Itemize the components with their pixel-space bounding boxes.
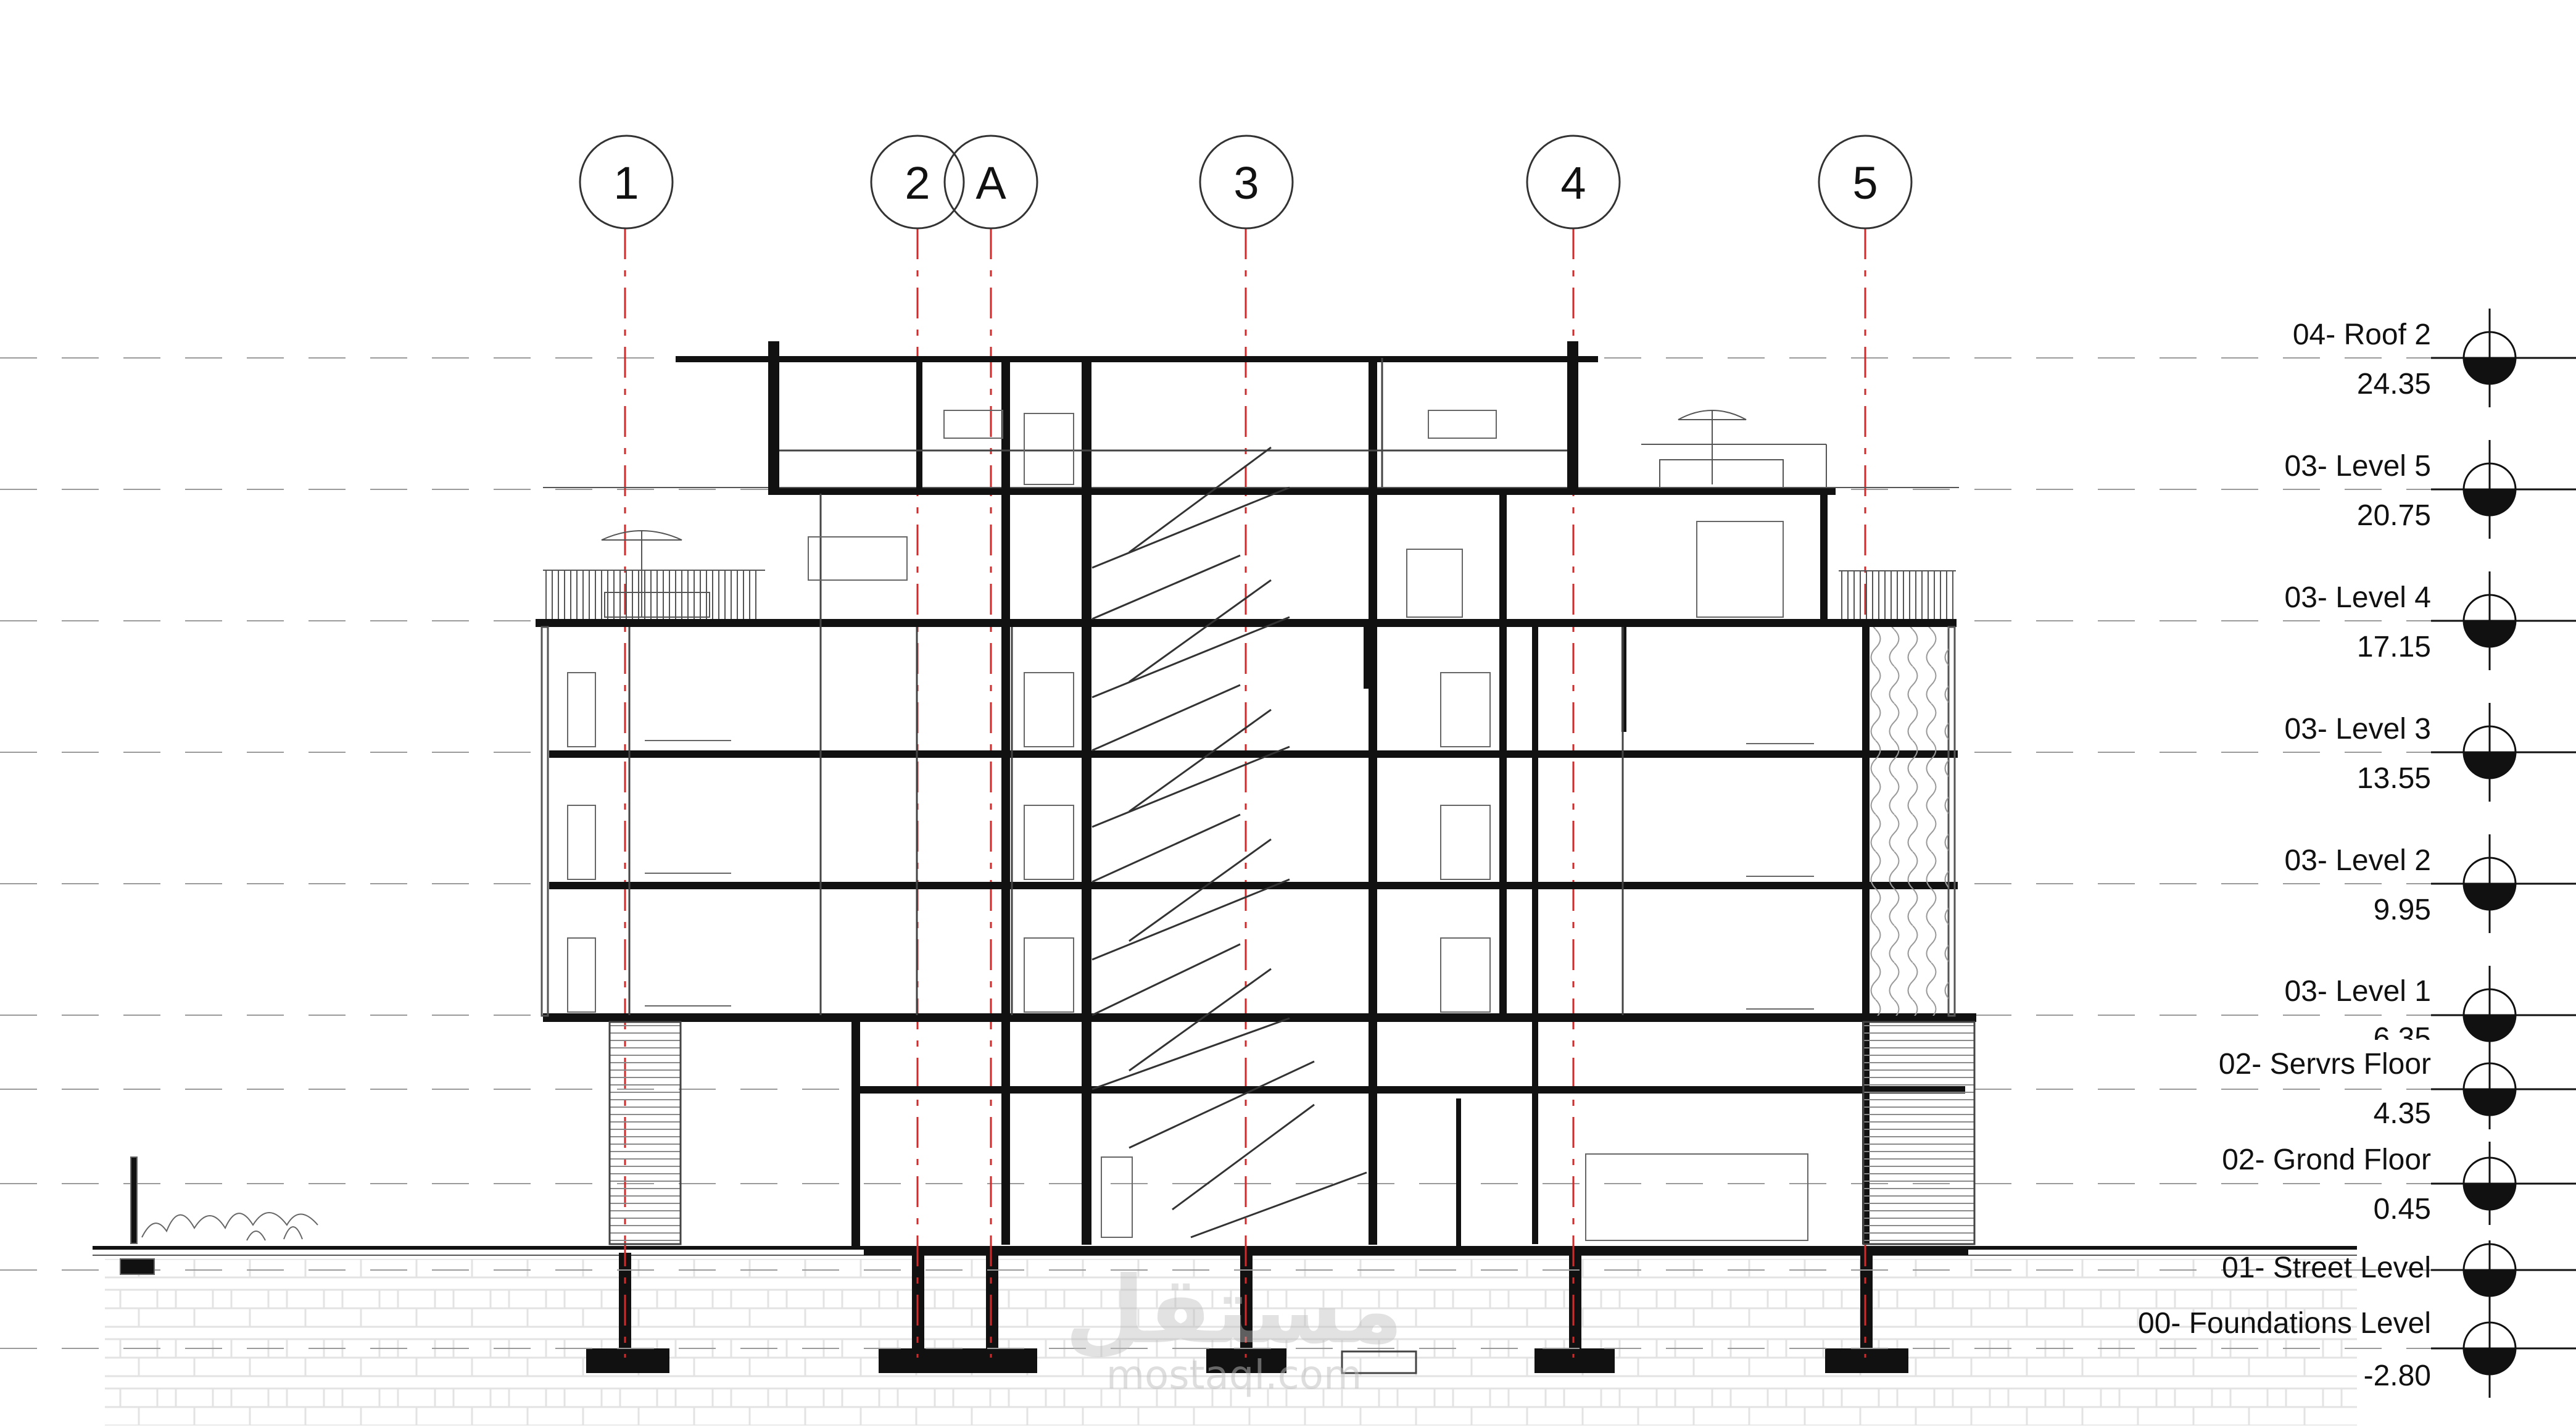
level-name: 03- Level 1 (2285, 975, 2432, 1008)
watermark: مستقل mostaql.com (1065, 1257, 1404, 1398)
level-elevation: 0.45 (2374, 1193, 2431, 1226)
level-marker-level-3: 03- Level 3 13.55 (2285, 703, 2576, 802)
level-elevation: 4.35 (2374, 1097, 2431, 1130)
level-marker-foundations: 00- Foundations Level -2.80 (2138, 1302, 2576, 1398)
grid-lines (624, 228, 1866, 1358)
level-elevation: 9.95 (2374, 894, 2431, 926)
grid-bubble-1: 1 (579, 135, 674, 230)
grid-bubbles: 1 2 A 3 4 5 (579, 135, 1913, 230)
level-marker-level-4: 03- Level 4 17.15 (2285, 571, 2576, 670)
grid-label-3: 3 (1233, 157, 1259, 209)
level-elevation: 24.35 (2357, 368, 2431, 401)
interior-partitions (628, 358, 1624, 1015)
watermark-url: mostaql.com (1106, 1353, 1362, 1398)
staircase (1091, 446, 1367, 1239)
level-name: 03- Level 2 (2285, 844, 2432, 877)
level-marker-ground-floor: 02- Grond Floor 0.45 (2222, 1142, 2576, 1226)
level-marker-level-2: 03- Level 2 9.95 (2285, 834, 2576, 933)
level-markers: 04- Roof 2 24.35 03- Level 5 20.75 03- L… (2138, 309, 2576, 1398)
watermark-logo: مستقل (1065, 1257, 1404, 1364)
level-name: 03- Level 3 (2285, 713, 2432, 745)
floor-slabs (536, 356, 1976, 1094)
grid-label-5: 5 (1852, 157, 1878, 209)
grid-bubble-3: 3 (1199, 135, 1294, 230)
grid-bubble-a: A (943, 135, 1038, 230)
interior-furniture (567, 410, 1814, 1241)
level-elevation: -2.80 (2364, 1360, 2431, 1392)
level-marker-roof-2: 04- Roof 2 24.35 (2293, 309, 2576, 407)
hatched-supports (608, 627, 1976, 1245)
level-elevation: 20.75 (2357, 499, 2431, 532)
level-marker-level-5: 03- Level 5 20.75 (2285, 440, 2576, 539)
level-name: 03- Level 5 (2285, 450, 2432, 483)
grid-label-a: A (975, 157, 1006, 209)
terrace-elements (543, 410, 1959, 619)
level-name: 00- Foundations Level (2138, 1307, 2431, 1340)
level-marker-street-level: 01- Street Level (2222, 1240, 2576, 1302)
walls-columns (540, 341, 1956, 1247)
level-name: 02- Servrs Floor (2219, 1048, 2431, 1081)
level-datum-lines (0, 357, 2456, 1349)
grid-bubble-2: 2 (870, 135, 965, 230)
ground-zone (93, 1246, 2357, 1426)
foundation-footings (586, 1253, 1908, 1374)
level-name: 02- Grond Floor (2222, 1144, 2431, 1176)
grid-bubble-4: 4 (1526, 135, 1621, 230)
level-elevation: 17.15 (2357, 631, 2431, 663)
grid-label-2: 2 (905, 157, 930, 209)
level-name: 03- Level 4 (2285, 581, 2432, 614)
level-elevation: 13.55 (2357, 762, 2431, 795)
level-name: 04- Roof 2 (2293, 318, 2431, 351)
grid-label-1: 1 (613, 157, 639, 209)
grid-bubble-5: 5 (1818, 135, 1913, 230)
level-marker-servers-floor: 02- Servrs Floor 4.35 (2197, 1040, 2576, 1130)
level-name: 01- Street Level (2222, 1252, 2431, 1284)
grid-label-4: 4 (1560, 157, 1586, 209)
landscape-planting (120, 1156, 318, 1275)
